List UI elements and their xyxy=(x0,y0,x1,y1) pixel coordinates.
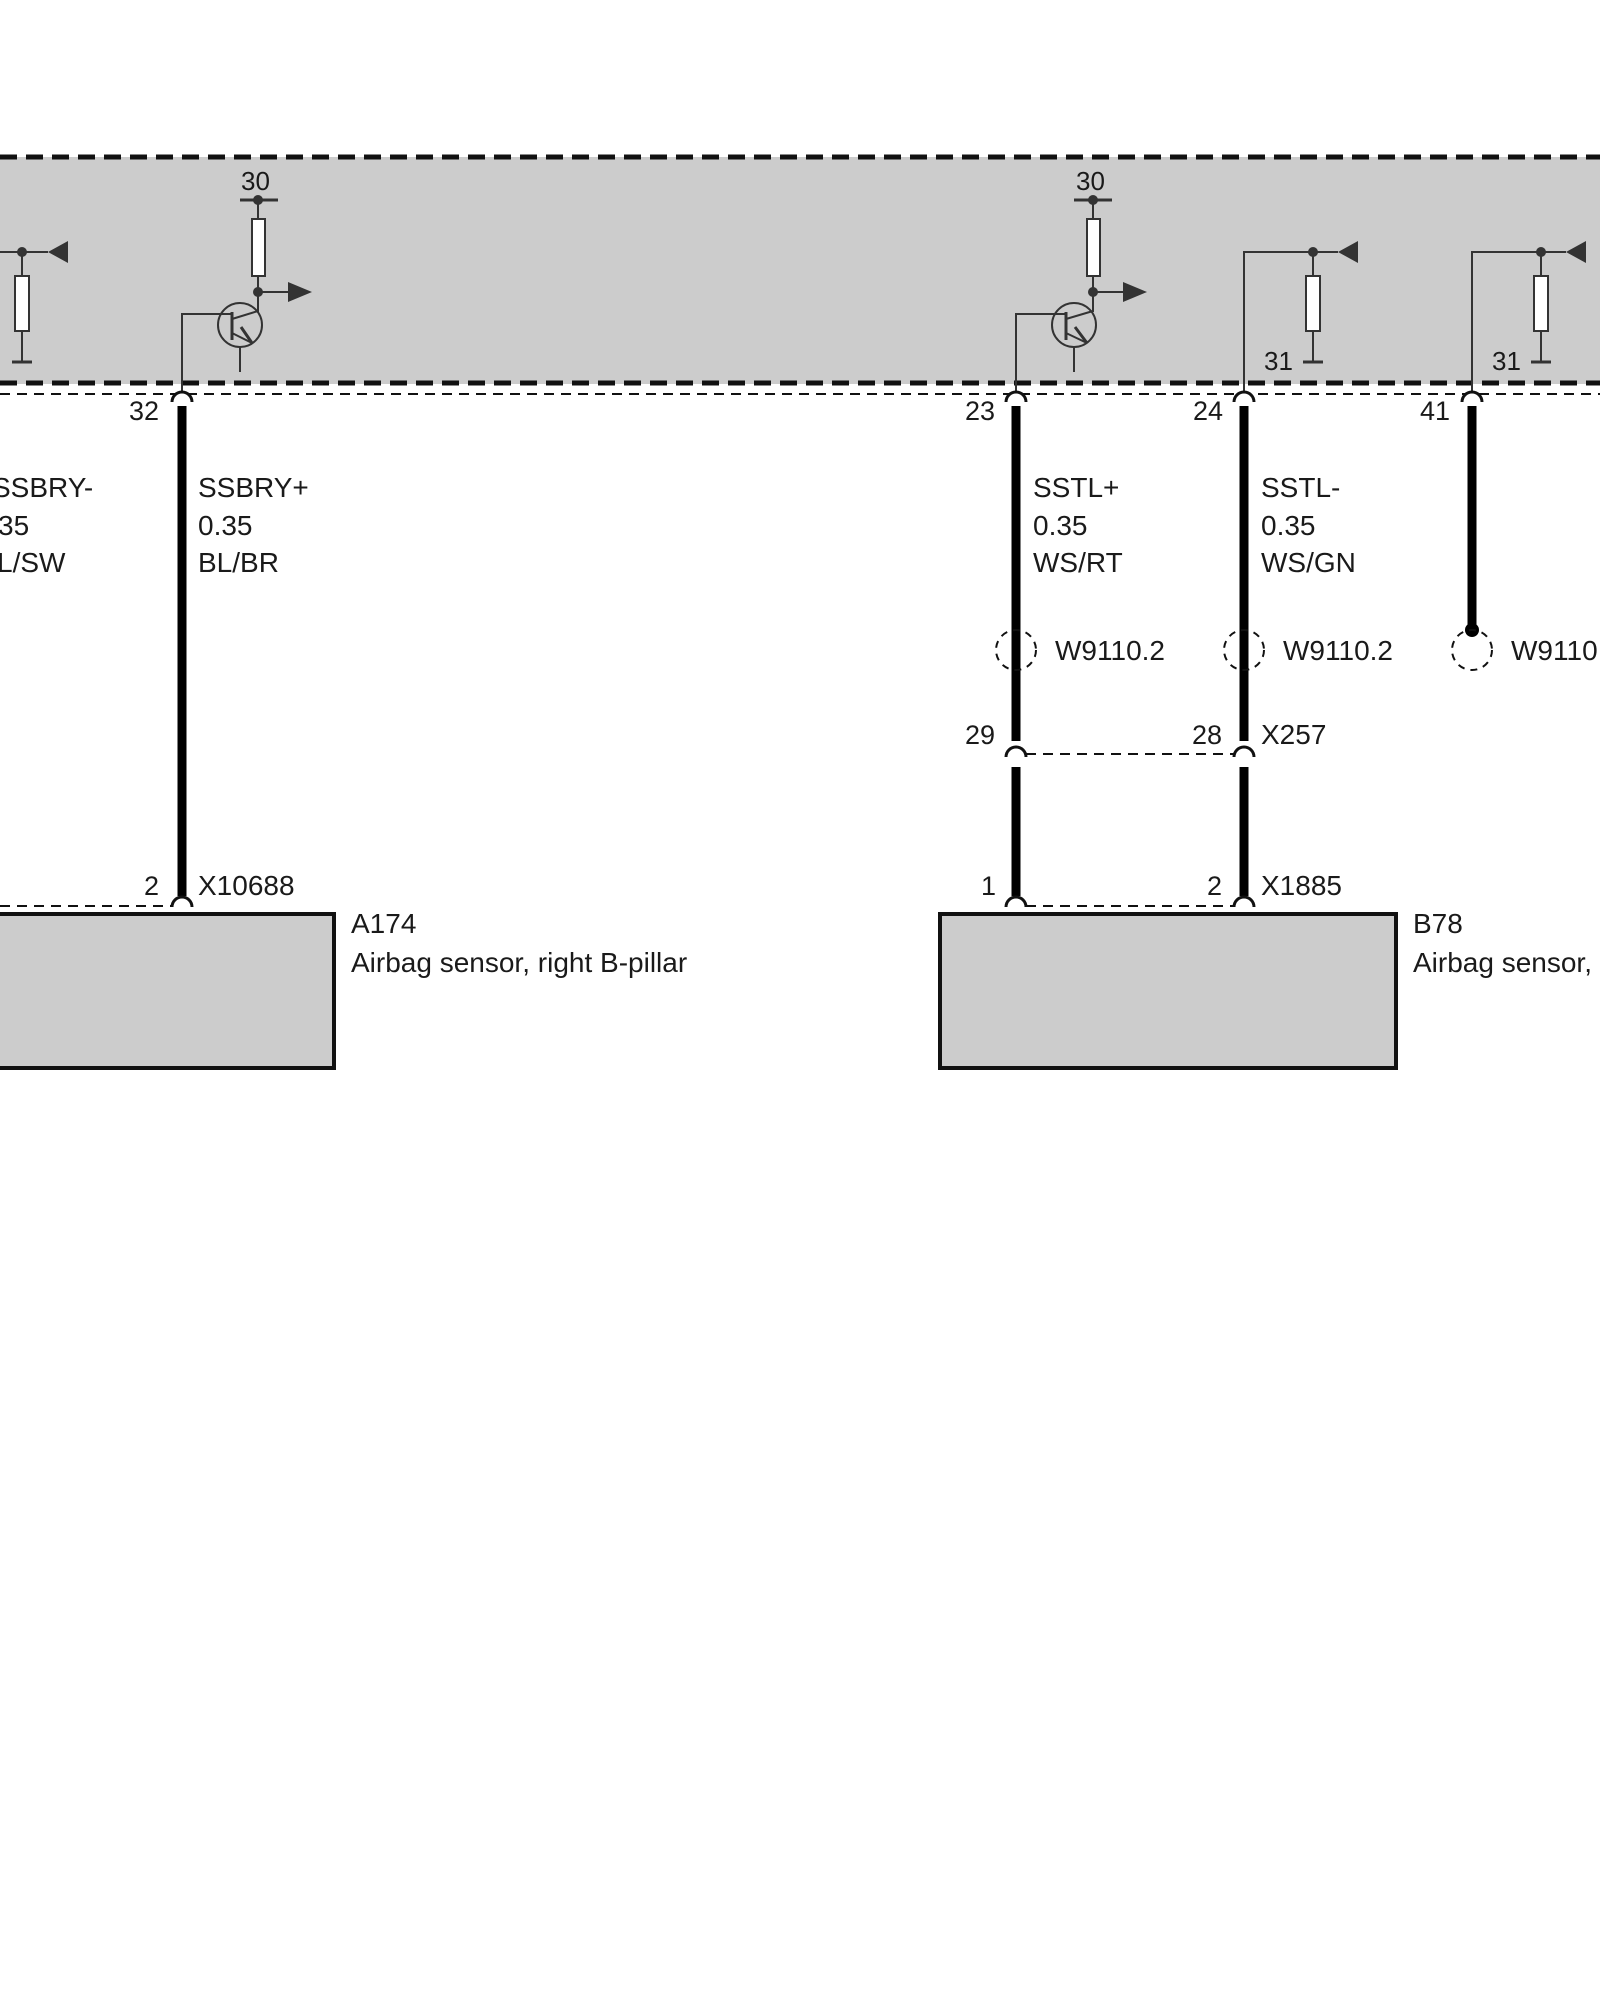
wire-gauge-ssbry-minus: 35 xyxy=(0,510,29,541)
b78-housing xyxy=(938,912,1398,1070)
wire-signal-ssbry-minus: SSBRY- xyxy=(0,472,93,503)
shield-markers xyxy=(995,629,1493,671)
supply-label-30: 30 xyxy=(1076,166,1105,196)
shield-label: W9110 xyxy=(1511,635,1598,666)
pin-contact xyxy=(1004,895,1028,908)
wire-color-sstl-minus: WS/GN xyxy=(1261,547,1356,578)
shield-label: W9110.2 xyxy=(1283,635,1393,666)
left-pulldown-circuit xyxy=(0,241,68,364)
wire-signal-ssbry-plus: SSBRY+ xyxy=(198,472,309,503)
pin-contact xyxy=(170,895,194,908)
wire-color-ssbry-plus: BL/BR xyxy=(198,547,279,578)
wires xyxy=(177,406,1477,896)
pulldown-circuit-41 xyxy=(1471,241,1586,395)
shield-marker xyxy=(995,629,1037,671)
shield-marker xyxy=(1451,629,1493,671)
pin-contact xyxy=(1004,390,1028,403)
wire-gauge-sstl-minus: 0.35 xyxy=(1261,510,1316,541)
component-b78 xyxy=(938,895,1398,1070)
control-unit xyxy=(0,154,1600,395)
pin-number-41: 41 xyxy=(1420,396,1450,426)
transistor-driver-2 xyxy=(1015,195,1147,395)
wire-gauge-sstl-plus: 0.35 xyxy=(1033,510,1088,541)
pin-number-24: 24 xyxy=(1193,396,1223,426)
transistor-driver-1 xyxy=(181,195,312,395)
x257-pin-29: 29 xyxy=(965,720,995,750)
b78-id: B78 xyxy=(1413,908,1463,939)
pin-number-23: 23 xyxy=(965,396,995,426)
a174-id: A174 xyxy=(351,908,416,939)
ground-label-31: 31 xyxy=(1492,346,1521,376)
b78-description: Airbag sensor, xyxy=(1413,947,1592,978)
x257-pin-28: 28 xyxy=(1192,720,1222,750)
x257-connector-name: X257 xyxy=(1261,719,1326,750)
wire-gauge-ssbry-plus: 0.35 xyxy=(198,510,253,541)
connector-x257 xyxy=(1004,745,1256,758)
control-unit-pins xyxy=(170,390,1484,403)
x1885-pin-1: 1 xyxy=(981,871,996,901)
wire-color-sstl-plus: WS/RT xyxy=(1033,547,1123,578)
control-unit-body xyxy=(0,157,1600,384)
pin-number-32: 32 xyxy=(129,396,159,426)
x1885-pin-2: 2 xyxy=(1207,871,1222,901)
x1885-connector-name: X1885 xyxy=(1261,870,1342,901)
shield-marker xyxy=(1223,629,1265,671)
a174-description: Airbag sensor, right B-pillar xyxy=(351,947,687,978)
pin-contact xyxy=(1460,390,1484,403)
transistor-1-icon xyxy=(217,302,263,348)
x10688-pin-2: 2 xyxy=(144,871,159,901)
a174-housing xyxy=(0,912,336,1070)
x10688-connector-name: X10688 xyxy=(198,870,295,901)
pin-contact xyxy=(1232,895,1256,908)
wire-color-ssbry-minus: L/SW xyxy=(0,547,66,578)
wire-signal-sstl-plus: SSTL+ xyxy=(1033,472,1119,503)
supply-label-30: 30 xyxy=(241,166,270,196)
pulldown-circuit-24 xyxy=(1243,241,1358,395)
pin-contact xyxy=(1232,390,1256,403)
shield-label: W9110.2 xyxy=(1055,635,1165,666)
ground-label-31: 31 xyxy=(1264,346,1293,376)
component-a174 xyxy=(0,895,336,1070)
wire-signal-sstl-minus: SSTL- xyxy=(1261,472,1340,503)
transistor-2-icon xyxy=(1051,302,1097,348)
pin-contact xyxy=(170,390,194,403)
